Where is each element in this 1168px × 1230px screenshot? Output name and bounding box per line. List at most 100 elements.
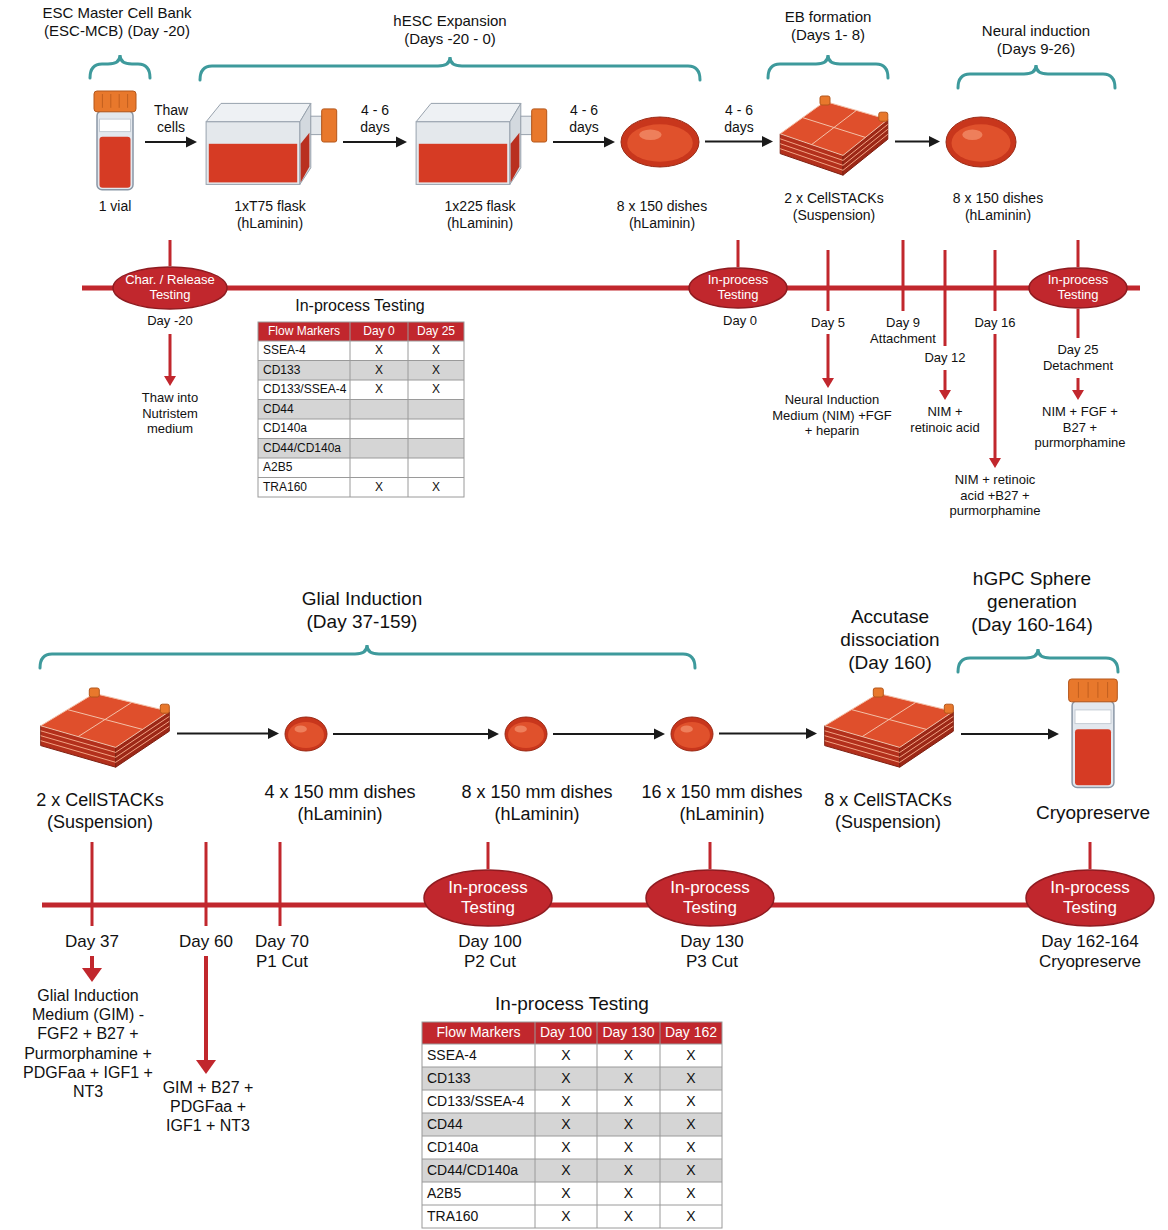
arrow-shaft <box>895 141 929 143</box>
table-mark: X <box>660 1182 722 1205</box>
timeline-tick <box>827 250 830 311</box>
timeline-tick <box>902 240 905 311</box>
vessel-caption: 1 vial <box>80 198 150 215</box>
vessel-picture <box>38 688 172 778</box>
table-mark: X <box>408 380 464 400</box>
marker-name: CD133/SSEA-4 <box>258 380 350 400</box>
vial-body <box>97 111 133 190</box>
arrow-head <box>989 458 1001 468</box>
arrow-head <box>268 728 279 739</box>
timeline-tick <box>279 842 282 926</box>
timeline-tick <box>169 240 172 266</box>
table-border <box>422 1022 722 1228</box>
marker-name: A2B5 <box>422 1182 535 1205</box>
arrow-head <box>82 968 102 982</box>
marker-name: CD44/CD140a <box>422 1159 535 1182</box>
day-label: Day 162-164 Cryopreserve <box>1030 932 1150 973</box>
vessel-caption: 8 x 150 dishes (hLaminin) <box>943 190 1053 224</box>
day-label: Day 12 <box>915 350 975 366</box>
table-mark: X <box>597 1136 660 1159</box>
curly-bracket <box>958 65 1115 88</box>
vial-label <box>100 119 131 132</box>
table-mark: X <box>660 1090 722 1113</box>
stack-grid <box>78 702 132 736</box>
arrow-head <box>762 136 773 147</box>
table-line <box>422 1044 722 1045</box>
flask-neck <box>521 116 532 134</box>
table-mark: X <box>535 1182 597 1205</box>
marker-name: CD44 <box>258 400 350 420</box>
cap-ridge <box>1078 682 1079 698</box>
table-line <box>597 1022 598 1228</box>
down-arrow-shaft <box>944 370 947 391</box>
arrow-head <box>939 390 951 400</box>
table-line <box>350 322 351 497</box>
table-line <box>258 477 464 478</box>
oval-text: In-process Testing <box>431 878 545 917</box>
marker-name: TRA160 <box>258 478 350 498</box>
vessel-caption: 4 x 150 mm dishes (hLaminin) <box>255 782 425 825</box>
down-arrow-shaft <box>169 334 172 377</box>
timeline-tick <box>944 250 947 346</box>
day-label: Day 130 P3 Cut <box>672 932 752 973</box>
table-lines <box>258 322 464 497</box>
dish-shine <box>295 725 307 732</box>
table-line <box>422 1067 722 1068</box>
vessel-picture <box>620 116 700 168</box>
day-label: Day 37 <box>52 932 132 952</box>
dish-medium <box>508 722 544 748</box>
flask-medium-side <box>301 133 310 183</box>
table-mark: X <box>350 361 408 381</box>
stage-heading: Accutase dissociation (Day 160) <box>830 606 950 674</box>
vessel-picture <box>778 96 890 186</box>
day-label: Day -20 <box>130 313 210 329</box>
table-header: Day 162 <box>660 1022 722 1044</box>
table-mark: X <box>535 1044 597 1067</box>
table-mark: X <box>597 1113 660 1136</box>
table-line <box>408 322 409 497</box>
marker-name: SSEA-4 <box>258 341 350 361</box>
stage-heading: hESC Expansion (Days -20 - 0) <box>385 12 515 48</box>
vessel-caption: 8 x 150 dishes (hLaminin) <box>607 198 717 232</box>
dish-medium <box>627 124 693 161</box>
flask-body <box>206 122 300 185</box>
down-arrow-shaft <box>90 956 94 969</box>
table-mark: X <box>535 1067 597 1090</box>
vessel-picture <box>1064 678 1122 792</box>
marker-name: CD140a <box>258 419 350 439</box>
curly-bracket <box>768 55 888 78</box>
arrow-shaft <box>145 141 186 143</box>
table-mark: X <box>597 1159 660 1182</box>
table-mark: X <box>535 1090 597 1113</box>
testing-oval: In-process Testing <box>688 267 788 309</box>
vessel-picture <box>504 716 548 752</box>
arrow-head <box>1072 390 1084 400</box>
down-arrow-shaft <box>1077 378 1080 391</box>
stack-grid <box>812 110 857 144</box>
table-line <box>535 1022 536 1228</box>
stack-cap <box>879 112 888 121</box>
table-mark: X <box>408 341 464 361</box>
dish-shine <box>962 130 982 140</box>
table-border <box>258 322 464 497</box>
stack-cap <box>160 704 169 713</box>
stack-cap <box>89 688 99 697</box>
oval-text: In-process Testing <box>1033 878 1147 917</box>
oval-outline <box>424 870 552 926</box>
stack-cap <box>820 96 830 105</box>
arrow-head <box>396 137 407 148</box>
vessel-caption: Cryopreserve <box>1028 802 1158 825</box>
day-label: Day 25 Detachment <box>1036 342 1120 373</box>
process-arrow <box>553 729 665 740</box>
culture-vessel: 2 x CellSTACKs (Suspension) <box>38 688 172 778</box>
timeline-tick <box>1077 240 1080 267</box>
dish-rim <box>946 117 1016 167</box>
timeline-tick <box>709 842 712 869</box>
testing-oval: In-process Testing <box>423 869 553 927</box>
vessel-picture <box>284 716 328 752</box>
medium-note: Neural Induction Medium (NIM) +FGF + hep… <box>767 392 897 439</box>
stack-cap <box>944 704 953 713</box>
timeline-tick <box>91 842 94 926</box>
arrow-shaft <box>553 733 654 735</box>
curly-bracket <box>90 55 150 78</box>
